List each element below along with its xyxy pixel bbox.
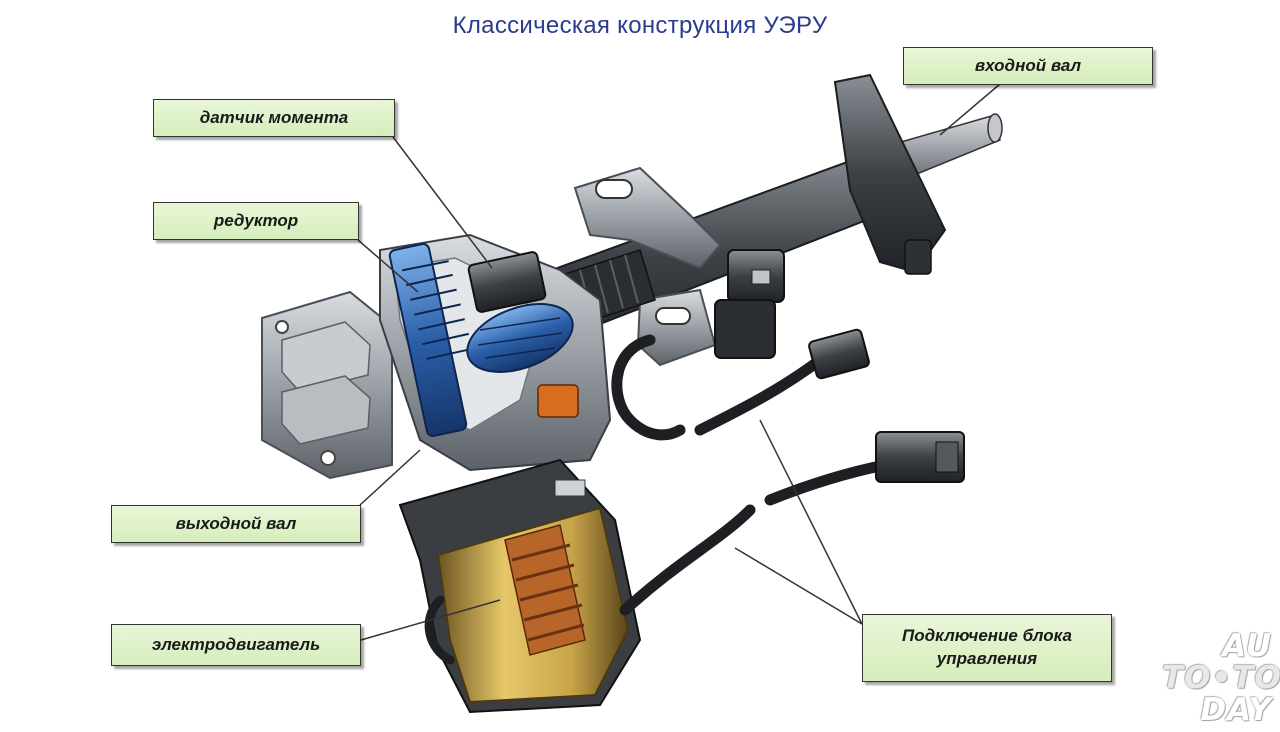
column-connector (714, 249, 785, 359)
leader-motor (360, 599, 501, 641)
mounting-bracket (261, 290, 393, 480)
upper-bracket (573, 166, 722, 270)
sensor-element (537, 384, 579, 418)
label-torque-sensor: датчик момента (153, 99, 395, 137)
label-reducer: редуктор (153, 202, 359, 240)
lower-bracket (636, 288, 717, 367)
site-watermark: AU TO•TO DAY (1162, 628, 1280, 728)
leader-output-shaft (359, 449, 421, 506)
leader-connection-1 (734, 547, 863, 625)
label-input-shaft: входной вал (903, 47, 1153, 85)
input-shaft-flange (833, 73, 947, 275)
electric-motor (398, 458, 642, 714)
label-output-shaft: выходной вал (111, 505, 361, 543)
leader-reducer (357, 239, 419, 293)
leader-connection-2 (759, 419, 863, 625)
leader-torque-sensor (392, 136, 493, 269)
watermark-line-3: DAY (1200, 692, 1272, 728)
watermark-line-1: AU (1222, 628, 1272, 664)
watermark-line-2: TO•TO (1162, 660, 1280, 696)
connector-plug-lower (875, 431, 965, 483)
worm-gear (388, 243, 574, 437)
torque-sensor-block (467, 251, 547, 313)
connector-plug-upper (808, 328, 870, 380)
label-electric-motor: электродвигатель (111, 624, 361, 666)
leader-input-shaft (939, 83, 1001, 136)
diagram-title: Классическая конструкция УЭРУ (452, 12, 828, 39)
label-control-unit-connection: Подключение блока управления (862, 614, 1112, 682)
leader-lines (357, 83, 1001, 641)
